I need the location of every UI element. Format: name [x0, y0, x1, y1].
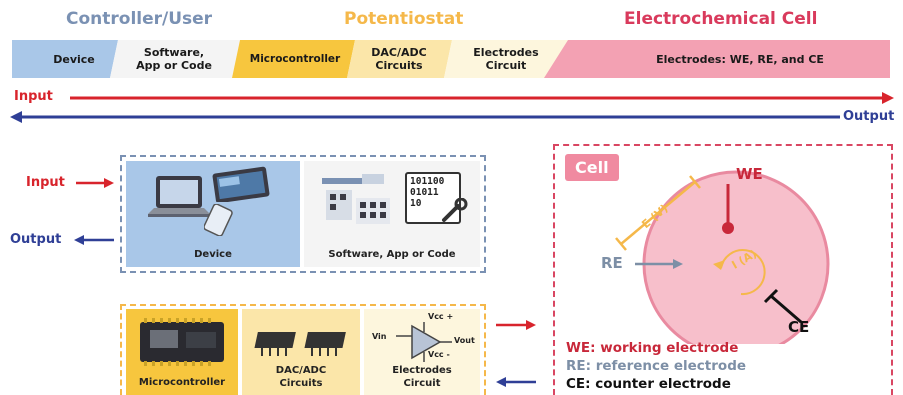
legend-ce-abbr: CE: [566, 376, 591, 392]
flow-input-arrow [70, 92, 894, 104]
controller-input-arrow [76, 178, 114, 188]
laptop-icon [148, 176, 210, 217]
op-amp-vcc-plus: Vcc + [428, 312, 454, 321]
cell-diagram [615, 170, 830, 344]
legend-re-text: reference electrode [595, 358, 747, 374]
cell-title: Cell [565, 154, 619, 181]
cell-re-label: RE [601, 254, 623, 272]
controller-box [120, 155, 486, 273]
pipeline-electrodes-circuit: Electrodes Circuit [473, 46, 539, 72]
header-potentiostat: Potentiostat [344, 9, 464, 29]
legend-we-text: working electrode [600, 340, 739, 356]
op-amp-vin: Vin [372, 332, 387, 341]
pipeline-electrodes-all: Electrodes: WE, RE, and CE [656, 52, 824, 66]
header-controller-user: Controller/User [66, 9, 213, 29]
legend-re: RE: reference electrode [566, 357, 746, 375]
code-building-icon [322, 174, 390, 224]
chip-icon [254, 332, 346, 356]
software-caption: Software, App or Code [328, 249, 456, 260]
binary-code-icon [405, 172, 461, 224]
electrodes-circuit-caption: Electrodes Circuit [392, 365, 452, 389]
header-electrochemical-cell: Electrochemical Cell [624, 9, 818, 29]
wrench-icon [442, 198, 468, 222]
phone-icon [204, 204, 233, 236]
legend-ce: CE: counter electrode [566, 375, 746, 393]
dac-adc-caption: DAC/ADC Circuits [275, 365, 327, 389]
controller-output-arrow [74, 235, 114, 245]
controller-input-label: Input [26, 175, 65, 190]
pipeline-software: Software, App or Code [136, 46, 212, 72]
legend-we-abbr: WE: [566, 340, 596, 356]
op-amp-vcc-minus: Vcc - [428, 350, 450, 359]
cell-we-label: WE [736, 165, 763, 183]
op-amp-vout: Vout [454, 336, 475, 345]
legend-ce-text: counter electrode [595, 376, 731, 392]
pipeline-dac-adc: DAC/ADC Circuits [371, 46, 427, 72]
pipeline-microcontroller: Microcontroller [249, 52, 341, 65]
pipeline-band [12, 40, 890, 78]
binary-code-text: 101100 01011 10 [410, 176, 445, 209]
potentiostat-box [120, 304, 486, 395]
from-cell-arrow [496, 377, 536, 387]
flow-input-label: Input [14, 89, 53, 104]
flow-output-arrow [10, 111, 840, 123]
cell-box [553, 144, 893, 395]
tablet-icon [212, 166, 270, 202]
microcontroller-caption: Microcontroller [138, 377, 226, 388]
to-cell-arrow [496, 320, 536, 330]
controller-output-label: Output [10, 232, 62, 247]
cell-ce-label: CE [788, 318, 810, 336]
op-amp-icon [396, 322, 452, 362]
cell-legend: WE: working electrode RE: reference elec… [566, 339, 746, 393]
device-caption: Device [194, 249, 232, 260]
flow-output-label: Output [843, 109, 895, 124]
pipeline-device: Device [53, 52, 95, 66]
legend-re-abbr: RE: [566, 358, 592, 374]
microcontroller-board-icon [140, 318, 224, 366]
legend-we: WE: working electrode [566, 339, 746, 357]
